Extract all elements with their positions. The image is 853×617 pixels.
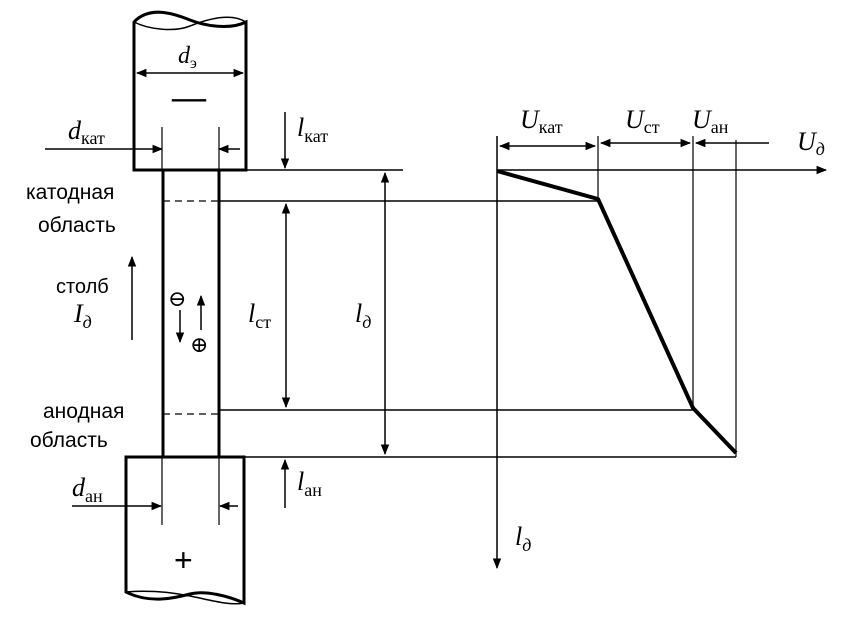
voltage-distribution-curve [496, 169, 738, 455]
d-e-label: dэ [178, 43, 197, 72]
l-kat-label: lкат [297, 113, 328, 146]
column-label: столб [56, 276, 109, 298]
cathode-minus-sign: — [171, 79, 207, 116]
anode-region-label-line1: анодная [43, 400, 124, 423]
anode-plus-sign: + [174, 542, 193, 578]
U-an-label: Uан [692, 105, 729, 137]
l-st-label: lст [248, 299, 271, 332]
cathode-electrode [132, 10, 248, 172]
U-d-axis-label: Uд [797, 127, 825, 159]
U-st-label: Uст [625, 105, 660, 137]
U-kat-label: Uкат [520, 105, 563, 137]
cathode-region-label-line1: катодная [26, 181, 114, 204]
d-an-label: dан [72, 473, 103, 506]
anode-region-label-line2: область [30, 429, 108, 452]
l-an-label: lан [297, 467, 322, 500]
cathode-region-label-line2: область [38, 214, 116, 237]
ion-symbol: ⊕ [190, 332, 208, 357]
l-d-mid-label: lд [355, 299, 371, 332]
anode-electrode [124, 455, 246, 606]
current-label: Iд [73, 299, 92, 332]
electron-symbol: ⊖ [168, 286, 186, 311]
l-d-axis-label: lд [515, 522, 531, 555]
d-kat-label: dкат [68, 116, 105, 148]
